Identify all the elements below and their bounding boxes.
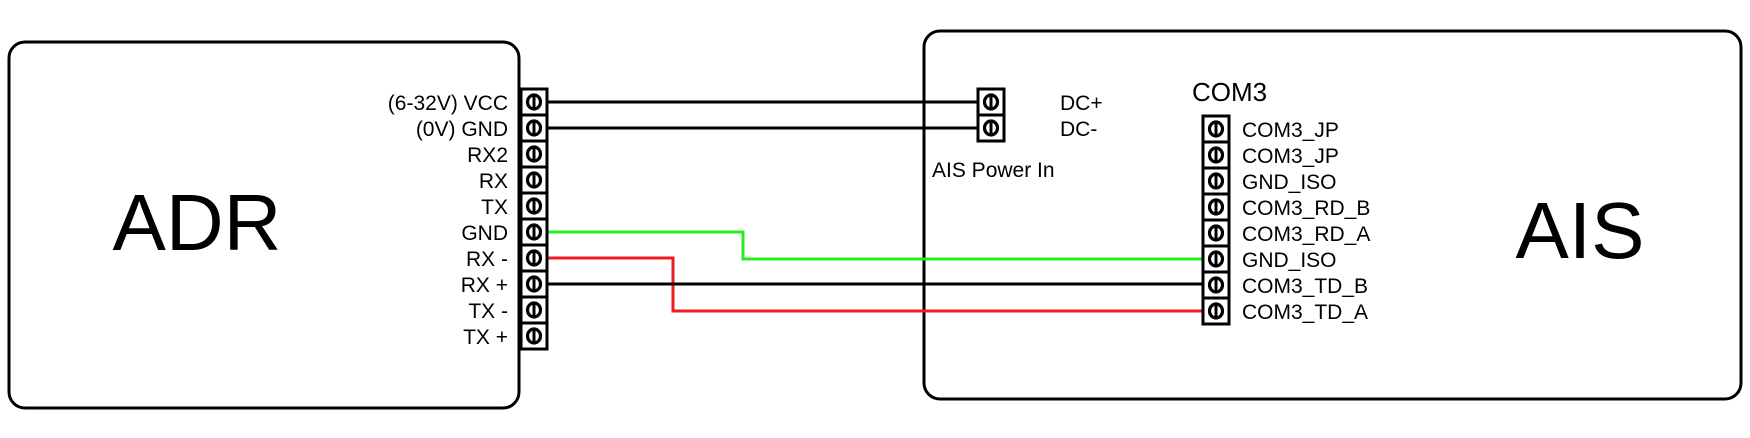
screw-terminal-icon: [982, 93, 1000, 111]
com3-pin-label-com3-td-b: COM3_TD_B: [1242, 275, 1368, 298]
adr-pin-label-rx2: RX2: [467, 144, 508, 167]
adr-pin-label-rx: RX +: [461, 274, 508, 297]
com3-title: COM3: [1192, 77, 1267, 107]
screw-terminal-icon: [1207, 120, 1225, 138]
adr-pin-label-tx: TX +: [463, 326, 508, 349]
com3-pin-label-com3-rd-b: COM3_RD_B: [1242, 197, 1370, 220]
screw-terminal-icon: [1207, 224, 1225, 242]
screw-terminal-icon: [525, 327, 543, 345]
screw-terminal-icon: [525, 223, 543, 241]
wire-gnd-to-gnd-iso: [534, 230, 1216, 261]
ais-power-pin-labels: DC+ DC-: [1060, 92, 1103, 141]
com3-pin-label-com3-td-a: COM3_TD_A: [1242, 301, 1368, 324]
screw-terminal-icon: [1207, 146, 1225, 164]
screw-terminal-icon: [525, 301, 543, 319]
ais-power-terminal-block: [976, 87, 1006, 143]
screw-terminal-icon: [525, 171, 543, 189]
ais-device-box: [922, 29, 1743, 401]
com3-pin-label-com3-jp: COM3_JP: [1242, 145, 1339, 168]
adr-pin-label-gnd: GND: [461, 222, 508, 245]
adr-pin-label-rx: RX -: [466, 248, 508, 271]
ais-device-label: AIS: [1516, 186, 1645, 275]
screw-terminal-icon: [1207, 276, 1225, 294]
screw-terminal-icon: [525, 119, 543, 137]
screw-terminal-icon: [525, 197, 543, 215]
ais-power-pin-label-dc: DC-: [1060, 118, 1097, 141]
adr-device-box: [7, 40, 521, 410]
screw-terminal-icon: [1207, 172, 1225, 190]
screw-terminal-icon: [525, 93, 543, 111]
com3-pin-labels: COM3_JP COM3_JP GND_ISO COM3_RD_B COM3_RD_A G…: [1242, 119, 1370, 324]
screw-terminal-icon: [525, 249, 543, 267]
com3-pin-label-com3-rd-a: COM3_RD_A: [1242, 223, 1370, 246]
screw-terminal-icon: [1207, 302, 1225, 320]
com3-pin-label-gnd-iso: GND_ISO: [1242, 171, 1337, 194]
screw-terminal-icon: [525, 145, 543, 163]
adr-terminal-block: [519, 87, 549, 351]
screw-terminal-icon: [1207, 250, 1225, 268]
screw-terminal-icon: [982, 119, 1000, 137]
wires: [534, 100, 1216, 313]
adr-pin-label-tx: TX: [481, 196, 508, 219]
com3-terminal-block: [1201, 114, 1231, 326]
adr-pin-label-0v-gnd: (0V) GND: [416, 118, 508, 141]
adr-pin-label-tx: TX -: [468, 300, 508, 323]
screw-terminal-icon: [1207, 198, 1225, 216]
adr-pin-label-rx: RX: [479, 170, 508, 193]
ais-power-pin-label-dc: DC+: [1060, 92, 1103, 115]
com3-pin-label-com3-jp: COM3_JP: [1242, 119, 1339, 142]
screw-terminal-icon: [525, 275, 543, 293]
adr-device-label: ADR: [113, 178, 282, 267]
adr-pin-label-6-32v-vcc: (6-32V) VCC: [388, 92, 508, 115]
ais-power-title: AIS Power In: [932, 159, 1055, 182]
com3-pin-label-gnd-iso: GND_ISO: [1242, 249, 1337, 272]
